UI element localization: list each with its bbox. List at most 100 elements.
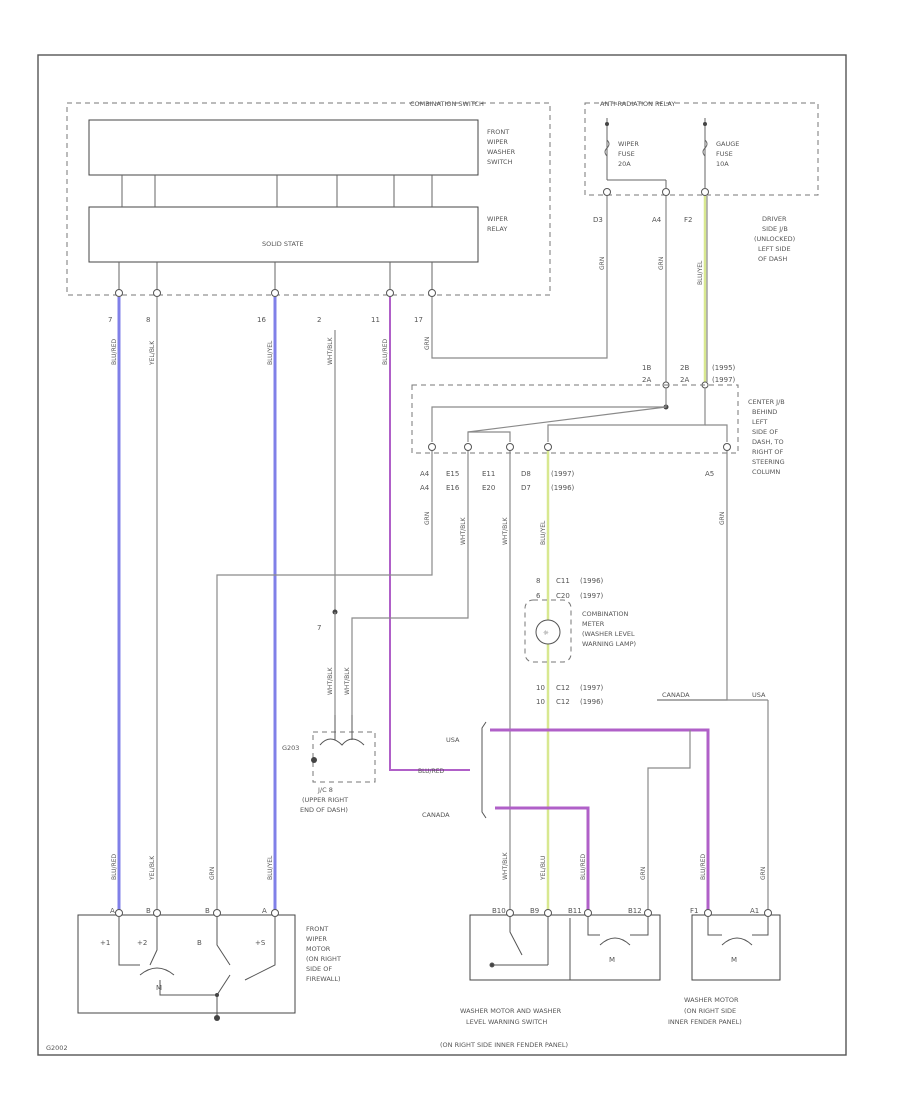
svg-text:D7: D7 — [521, 484, 531, 492]
wiper-relay-label-2: RELAY — [487, 225, 507, 233]
svg-text:BLU/RED: BLU/RED — [111, 338, 118, 365]
variant-canada-label: CANADA — [422, 811, 450, 819]
svg-text:B10: B10 — [492, 907, 506, 915]
fuse-box-title: ANTI-RADIATION RELAY — [600, 100, 675, 108]
washer-motor-level-switch: B10 B9 B11 B12 M WASHER MOTOR AND WASHER… — [440, 907, 661, 1049]
svg-text:GRN: GRN — [719, 512, 726, 525]
svg-text:(1996): (1996) — [580, 698, 604, 706]
wiper-fuse-1: WIPER — [618, 140, 639, 148]
wiper-motor-terminals — [115, 909, 279, 917]
wire-7: BLU/RED — [111, 297, 121, 910]
svg-text:C11: C11 — [556, 577, 570, 585]
svg-text:A5: A5 — [705, 470, 714, 478]
svg-text:10: 10 — [536, 698, 545, 706]
svg-text:C12: C12 — [556, 684, 570, 692]
svg-text:(1996): (1996) — [580, 577, 604, 585]
driver-jb-label-4: LEFT SIDE — [758, 245, 791, 253]
market-variant-branch: USA CANADA CANADA USA — [422, 691, 769, 910]
solid-state-label: SOLID STATE — [262, 240, 303, 248]
svg-text:(ON RIGHT: (ON RIGHT — [306, 955, 341, 963]
wiper-fuse-2: FUSE — [618, 150, 635, 158]
svg-text:YEL/BLK: YEL/BLK — [149, 855, 156, 881]
svg-text:YEL/BLK: YEL/BLK — [149, 340, 156, 366]
svg-text:(ON RIGHT SIDE: (ON RIGHT SIDE — [684, 1007, 736, 1015]
svg-text:+S: +S — [255, 939, 266, 947]
svg-text:WASHER MOTOR AND WASHER: WASHER MOTOR AND WASHER — [460, 1007, 562, 1015]
svg-text:(WASHER LEVEL: (WASHER LEVEL — [582, 630, 635, 638]
svg-text:E16: E16 — [446, 484, 460, 492]
svg-text:RIGHT OF: RIGHT OF — [752, 448, 784, 456]
front-wiper-label-4: SWITCH — [487, 158, 513, 166]
svg-text:DASH, TO: DASH, TO — [752, 438, 784, 446]
svg-text:E20: E20 — [482, 484, 495, 492]
pin-11: 11 — [371, 316, 380, 324]
svg-text:INNER FENDER PANEL): INNER FENDER PANEL) — [668, 1018, 742, 1026]
svg-text:GRN: GRN — [658, 257, 665, 270]
junction-connector-8: 7 WHT/BLK WHT/BLK G203 J/C 8 (UPPER RIGH… — [282, 612, 376, 814]
svg-text:C12: C12 — [556, 698, 570, 706]
pin-d3: D3 — [593, 216, 603, 224]
svg-text:WHT/BLK: WHT/BLK — [344, 666, 351, 695]
pin-7: 7 — [108, 316, 112, 324]
svg-text:BLU/RED: BLU/RED — [700, 853, 707, 880]
pin-2: 2 — [317, 316, 321, 324]
washer-motor-terminals — [506, 909, 652, 917]
wiper-relay-label-1: WIPER — [487, 215, 508, 223]
svg-text:M: M — [609, 956, 615, 964]
gauge-fuse-2: FUSE — [716, 150, 733, 158]
svg-text:SIDE OF: SIDE OF — [306, 965, 332, 973]
svg-text:(1997): (1997) — [712, 376, 736, 384]
svg-text:WHT/BLK: WHT/BLK — [502, 851, 509, 880]
svg-text:(1997): (1997) — [580, 592, 604, 600]
wire-a5: GRN — [657, 451, 728, 701]
diagram-frame — [37, 54, 847, 1056]
front-wiper-label-1: FRONT — [487, 128, 509, 136]
svg-text:F1: F1 — [690, 907, 698, 915]
combination-switch: COMBINATION SWITCH FRONT WIPER WASHER SW… — [66, 100, 551, 324]
svg-text:CENTER J/B: CENTER J/B — [748, 398, 785, 406]
svg-text:WHT/BLK: WHT/BLK — [327, 666, 334, 695]
driver-jb-label-5: OF DASH — [758, 255, 787, 263]
svg-text:GRN: GRN — [424, 337, 431, 350]
center-junction-block: 1B 2A 2B 2A (1995) (1997) A4 A4 E15 E16 … — [411, 364, 785, 492]
svg-text:FRONT: FRONT — [306, 925, 328, 933]
wire-d3: GRN — [599, 257, 606, 270]
svg-text:10: 10 — [536, 684, 545, 692]
combination-switch-title: COMBINATION SWITCH — [410, 100, 484, 108]
driver-jb-label-3: (UNLOCKED) — [754, 235, 795, 243]
svg-text:M: M — [731, 956, 737, 964]
svg-text:SIDE OF: SIDE OF — [752, 428, 778, 436]
svg-text:7: 7 — [317, 624, 321, 632]
svg-text:WARNING LAMP): WARNING LAMP) — [582, 640, 636, 648]
svg-text:WIPER: WIPER — [306, 935, 327, 943]
svg-text:8: 8 — [536, 577, 540, 585]
lower-wire-labels: BLU/RED YEL/BLK GRN BLU/YEL WHT/BLK YEL/… — [111, 851, 767, 881]
combination-meter: 8 C11 (1996) 6 C20 (1997) ☼ COMBINATION … — [524, 577, 636, 706]
svg-text:GRN: GRN — [640, 867, 647, 880]
svg-text:(ON RIGHT SIDE INNER FENDER PA: (ON RIGHT SIDE INNER FENDER PANEL) — [440, 1041, 568, 1049]
svg-text:6: 6 — [536, 592, 541, 600]
svg-text:BLU/YEL: BLU/YEL — [267, 855, 274, 880]
wire-11: BLU/RED — [382, 297, 470, 771]
wire-8: YEL/BLK — [149, 297, 158, 910]
svg-text:1B: 1B — [642, 364, 651, 372]
relay-output-leads — [118, 262, 433, 290]
svg-text:B: B — [197, 939, 202, 947]
svg-text:A1: A1 — [750, 907, 759, 915]
svg-text:B12: B12 — [628, 907, 642, 915]
svg-text:BLU/YEL: BLU/YEL — [540, 520, 547, 545]
wire-a4: GRN — [658, 196, 667, 382]
wire-e11: WHT/BLK — [502, 451, 511, 910]
svg-text:B9: B9 — [530, 907, 539, 915]
svg-text:A: A — [262, 907, 267, 915]
svg-text:WHT/BLK: WHT/BLK — [460, 516, 467, 545]
svg-text:STEERING: STEERING — [752, 458, 785, 466]
splice-tag-usa: USA — [752, 691, 766, 699]
svg-text:MOTOR: MOTOR — [306, 945, 331, 953]
svg-text:B: B — [146, 907, 151, 915]
svg-text:YEL/BLU: YEL/BLU — [540, 856, 547, 881]
front-wiper-label-3: WASHER — [487, 148, 516, 156]
svg-text:C20: C20 — [556, 592, 570, 600]
svg-text:BLU/RED: BLU/RED — [111, 853, 118, 880]
center-jb-terminals — [428, 443, 731, 451]
